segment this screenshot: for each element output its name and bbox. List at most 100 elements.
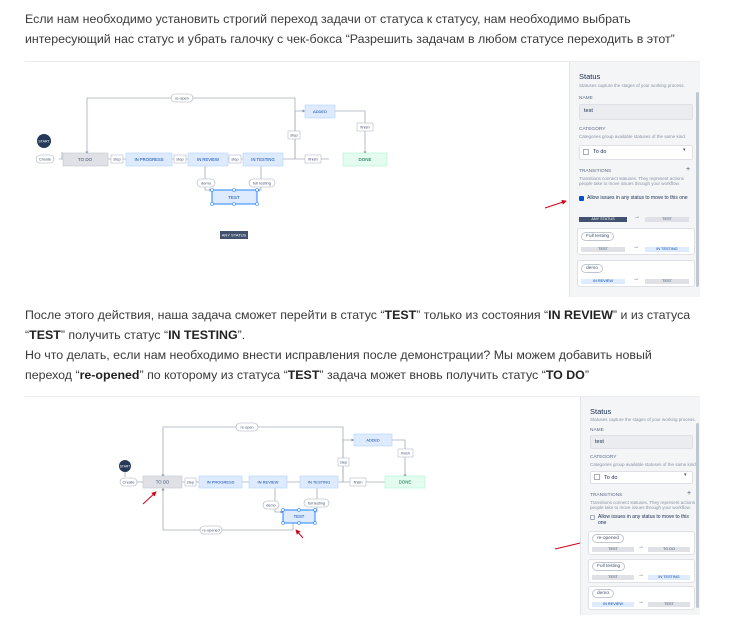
explanation-line-3: Но что делать, если нам необходимо внест… xyxy=(25,348,652,362)
arrow-icon: → xyxy=(634,214,640,220)
transition-reopened[interactable]: re-opened xyxy=(202,529,219,533)
explanation-line-1: После этого действия, наша задача сможет… xyxy=(25,308,691,322)
transition-card-demo-2[interactable]: demo IN REVIEW → TEST xyxy=(588,586,695,610)
panel-subtitle: Statuses capture the stages of your work… xyxy=(579,83,685,88)
category-swatch-2 xyxy=(594,474,600,480)
add-transition-button[interactable]: + xyxy=(686,166,691,173)
category-select[interactable]: To do xyxy=(579,145,693,160)
transition-demo[interactable]: demo xyxy=(201,181,212,186)
status-inprogress-label: IN PROGRESS xyxy=(134,157,163,162)
workflow-diagram-1: START Create TO DO step IN PROGRESS step… xyxy=(35,93,567,239)
category-value-2: To do xyxy=(604,475,618,481)
start-label-2: START xyxy=(120,465,131,469)
category-desc: Categories group available statuses of t… xyxy=(579,134,687,139)
transition-finish-2[interactable]: finish xyxy=(360,125,369,130)
category-swatch xyxy=(583,149,589,155)
transition-create[interactable]: Create xyxy=(39,157,52,162)
name-input-2[interactable]: test xyxy=(590,435,693,449)
status-added[interactable] xyxy=(304,104,336,119)
transition-reopen[interactable]: re-open xyxy=(175,96,189,101)
transition-step-3[interactable]: step xyxy=(231,157,239,162)
status-inprogress-label-2: IN PROGRESS xyxy=(207,480,235,485)
status-done-label: DONE xyxy=(358,157,371,162)
category-select-2[interactable]: To do xyxy=(590,471,693,484)
transition-card-fulltesting[interactable]: Full testing TEST → IN TESTING xyxy=(577,228,695,255)
status-todo[interactable] xyxy=(62,152,109,167)
transition-step-1[interactable]: step xyxy=(113,157,121,162)
status-panel-1: Status Statuses capture the stages of yo… xyxy=(569,62,700,297)
transitions-desc: Transitions connect statuses. They repre… xyxy=(579,176,685,186)
add-transition-button-2[interactable]: + xyxy=(687,490,692,497)
status-added-2[interactable] xyxy=(353,433,393,447)
panel-scrollbar-2[interactable] xyxy=(696,423,699,608)
status-inprogress[interactable] xyxy=(125,152,173,167)
transition-step-2[interactable]: step xyxy=(176,157,184,162)
panel-title: Status xyxy=(579,72,601,81)
any-status-chip: ANY STATUS xyxy=(579,217,627,222)
status-todo-2[interactable] xyxy=(142,475,183,489)
transition-fulltesting[interactable]: full testing xyxy=(253,181,271,186)
to-test-chip: TEST xyxy=(645,279,689,284)
panel-title-2: Status xyxy=(590,407,612,416)
transition-name-fulltesting-2: Full testing xyxy=(592,562,626,571)
category-label-2: CATEGORY xyxy=(590,455,617,460)
arrow-icon: → xyxy=(633,276,639,282)
transition-finish-2-1[interactable]: finish xyxy=(354,481,363,485)
arrow-icon: → xyxy=(633,244,639,250)
transition-create-2[interactable]: Create xyxy=(122,480,135,485)
name-label-2: NAME xyxy=(590,428,604,433)
from-test-chip-3: TEST xyxy=(592,575,634,580)
explanation-paragraph: После этого действия, наша задача сможет… xyxy=(25,305,737,385)
start-node xyxy=(37,134,51,148)
panel-subtitle-2: Statuses capture the stages of your work… xyxy=(590,417,696,422)
status-inreview-label-2: IN REVIEW xyxy=(258,480,279,485)
intro-paragraph: Если нам необходимо установить строгий п… xyxy=(25,9,737,49)
allow-any-checkbox[interactable] xyxy=(579,196,584,201)
arrow-icon: → xyxy=(638,544,644,550)
chevron-down-icon: ▾ xyxy=(683,147,686,153)
intro-line-2: интересующий нас статус и убрать галочку… xyxy=(25,32,675,46)
status-done[interactable] xyxy=(342,152,388,167)
name-input[interactable]: test xyxy=(579,104,693,120)
panel-scrollbar[interactable] xyxy=(696,92,699,287)
status-intesting[interactable] xyxy=(242,152,284,167)
from-test-chip: TEST xyxy=(581,247,625,252)
status-todo-label-2: TO DO xyxy=(156,480,170,485)
transition-card-demo[interactable]: demo IN REVIEW → TEST xyxy=(577,260,695,287)
transitions-label-2: TRANSITIONS xyxy=(590,493,623,498)
transition-finish-2-2[interactable]: finish xyxy=(401,452,410,456)
category-desc-2: Categories group available statuses of t… xyxy=(590,462,698,467)
transition-name-fulltesting: Full testing xyxy=(581,232,615,241)
status-added-label-2: ADDED xyxy=(366,439,380,443)
annotation-arrow-3 xyxy=(295,529,304,539)
status-inreview[interactable] xyxy=(187,152,229,167)
transition-name-demo: demo xyxy=(581,264,603,273)
from-inreview-chip-2: IN REVIEW xyxy=(592,602,634,607)
allow-any-text-2: Allow issues in any status to move to th… xyxy=(598,514,689,526)
transition-demo-2[interactable]: demo xyxy=(266,504,276,508)
transition-card-reopened[interactable]: re-opened TEST → TO DO xyxy=(588,531,695,555)
status-test-label: TEST xyxy=(228,195,240,200)
transition-step-2-4[interactable]: step xyxy=(340,461,347,465)
allow-any-checkbox-2[interactable] xyxy=(590,515,595,520)
transition-name-reopened: re-opened xyxy=(592,534,624,543)
transition-reopen-2[interactable]: re-open xyxy=(240,426,253,430)
transition-finish[interactable]: finish xyxy=(308,157,317,162)
annotation-arrow-1 xyxy=(544,199,567,209)
status-intesting-2[interactable] xyxy=(299,475,339,489)
transition-step-2-1[interactable]: step xyxy=(187,481,194,485)
transition-step-4[interactable]: step xyxy=(290,133,298,138)
start-label: START xyxy=(38,140,50,144)
transition-fulltesting-2[interactable]: full testing xyxy=(308,502,325,506)
workflow-screenshot-2: START Create TO DO step IN PROGRESS IN R… xyxy=(25,396,700,615)
to-todo-chip: TO DO xyxy=(648,547,690,552)
to-test-chip-2: TEST xyxy=(648,602,690,607)
status-panel-2: Status Statuses capture the stages of yo… xyxy=(580,397,700,615)
transition-card-fulltesting-2[interactable]: Full testing TEST → IN TESTING xyxy=(588,559,695,583)
status-inprogress-2[interactable] xyxy=(198,475,243,489)
explanation-line-4: переход “re-opened” по которому из стату… xyxy=(25,368,589,382)
status-inreview-2[interactable] xyxy=(248,475,288,489)
status-todo-label: TO DO xyxy=(78,157,93,162)
status-done-2[interactable] xyxy=(384,475,426,489)
intro-line-1: Если нам необходимо установить строгий п… xyxy=(25,12,631,26)
